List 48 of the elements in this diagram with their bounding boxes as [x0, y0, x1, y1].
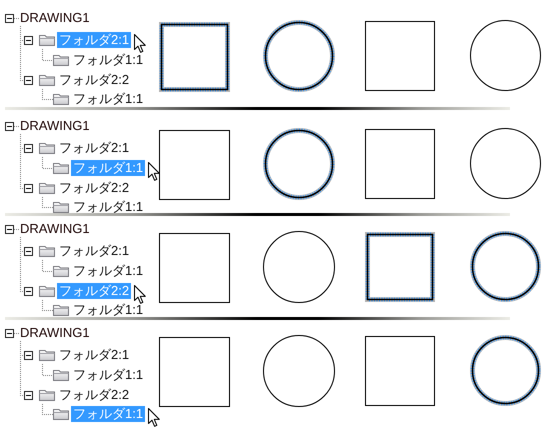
- tree-item-label: フォルダ2:2: [58, 387, 130, 403]
- square-outline: [159, 233, 230, 303]
- square-outline: [365, 21, 435, 91]
- selected-tree-item-label: フォルダ1:1: [71, 160, 146, 176]
- tree-connector: [42, 404, 54, 415]
- tree-connector: [42, 156, 54, 169]
- tree-connector: [42, 196, 54, 208]
- circle-outline: [263, 335, 335, 407]
- tree-item-label: フォルダ1:1: [72, 367, 144, 383]
- square-outline: [159, 337, 230, 407]
- highlighted-square-outline: [159, 22, 230, 92]
- tree-item-label: フォルダ2:1: [58, 347, 130, 363]
- square-outline: [365, 129, 435, 199]
- tree-connector: [20, 26, 24, 81]
- tree-item-label: DRAWING1: [19, 10, 91, 26]
- tree-connector: [42, 88, 54, 100]
- highlighted-circle-outline: [263, 128, 335, 200]
- circle-outline: [470, 128, 541, 199]
- tree-connector: [42, 260, 54, 272]
- tree-connector: [42, 300, 54, 311]
- square-outline: [159, 130, 230, 200]
- highlighted-square-outline: [365, 232, 435, 302]
- tree-connector: [20, 134, 24, 189]
- tree-connector: [20, 236, 24, 292]
- tree-item-label: DRAWING1: [19, 221, 91, 237]
- selected-tree-item-label: フォルダ2:2: [57, 283, 132, 299]
- tree-item-label: フォルダ2:1: [58, 140, 130, 156]
- highlighted-circle-outline: [263, 20, 335, 92]
- circle-outline: [470, 20, 541, 91]
- tree-connector: [42, 48, 54, 61]
- circle-outline: [263, 231, 335, 303]
- selected-tree-item-label: フォルダ1:1: [71, 406, 146, 422]
- tree-item-label: フォルダ1:1: [72, 263, 144, 279]
- selected-tree-item-label: フォルダ2:1: [57, 32, 132, 48]
- tree-item-label: フォルダ2:1: [58, 243, 130, 259]
- tree-item-label: フォルダ1:1: [72, 91, 144, 107]
- highlighted-circle-outline: [470, 231, 541, 302]
- tree-item-label: フォルダ1:1: [72, 199, 144, 215]
- tree-item-label: フォルダ1:1: [72, 302, 144, 318]
- tree-item-label: フォルダ2:2: [58, 72, 130, 88]
- tree-item-label: DRAWING1: [19, 325, 91, 341]
- highlighted-circle-outline: [470, 335, 541, 406]
- square-outline: [365, 336, 435, 406]
- tree-item-label: フォルダ1:1: [72, 52, 144, 68]
- tree-item-label: フォルダ2:2: [58, 180, 130, 196]
- tree-connector: [20, 340, 24, 396]
- tree-item-label: DRAWING1: [19, 118, 91, 134]
- tree-connector: [42, 364, 54, 376]
